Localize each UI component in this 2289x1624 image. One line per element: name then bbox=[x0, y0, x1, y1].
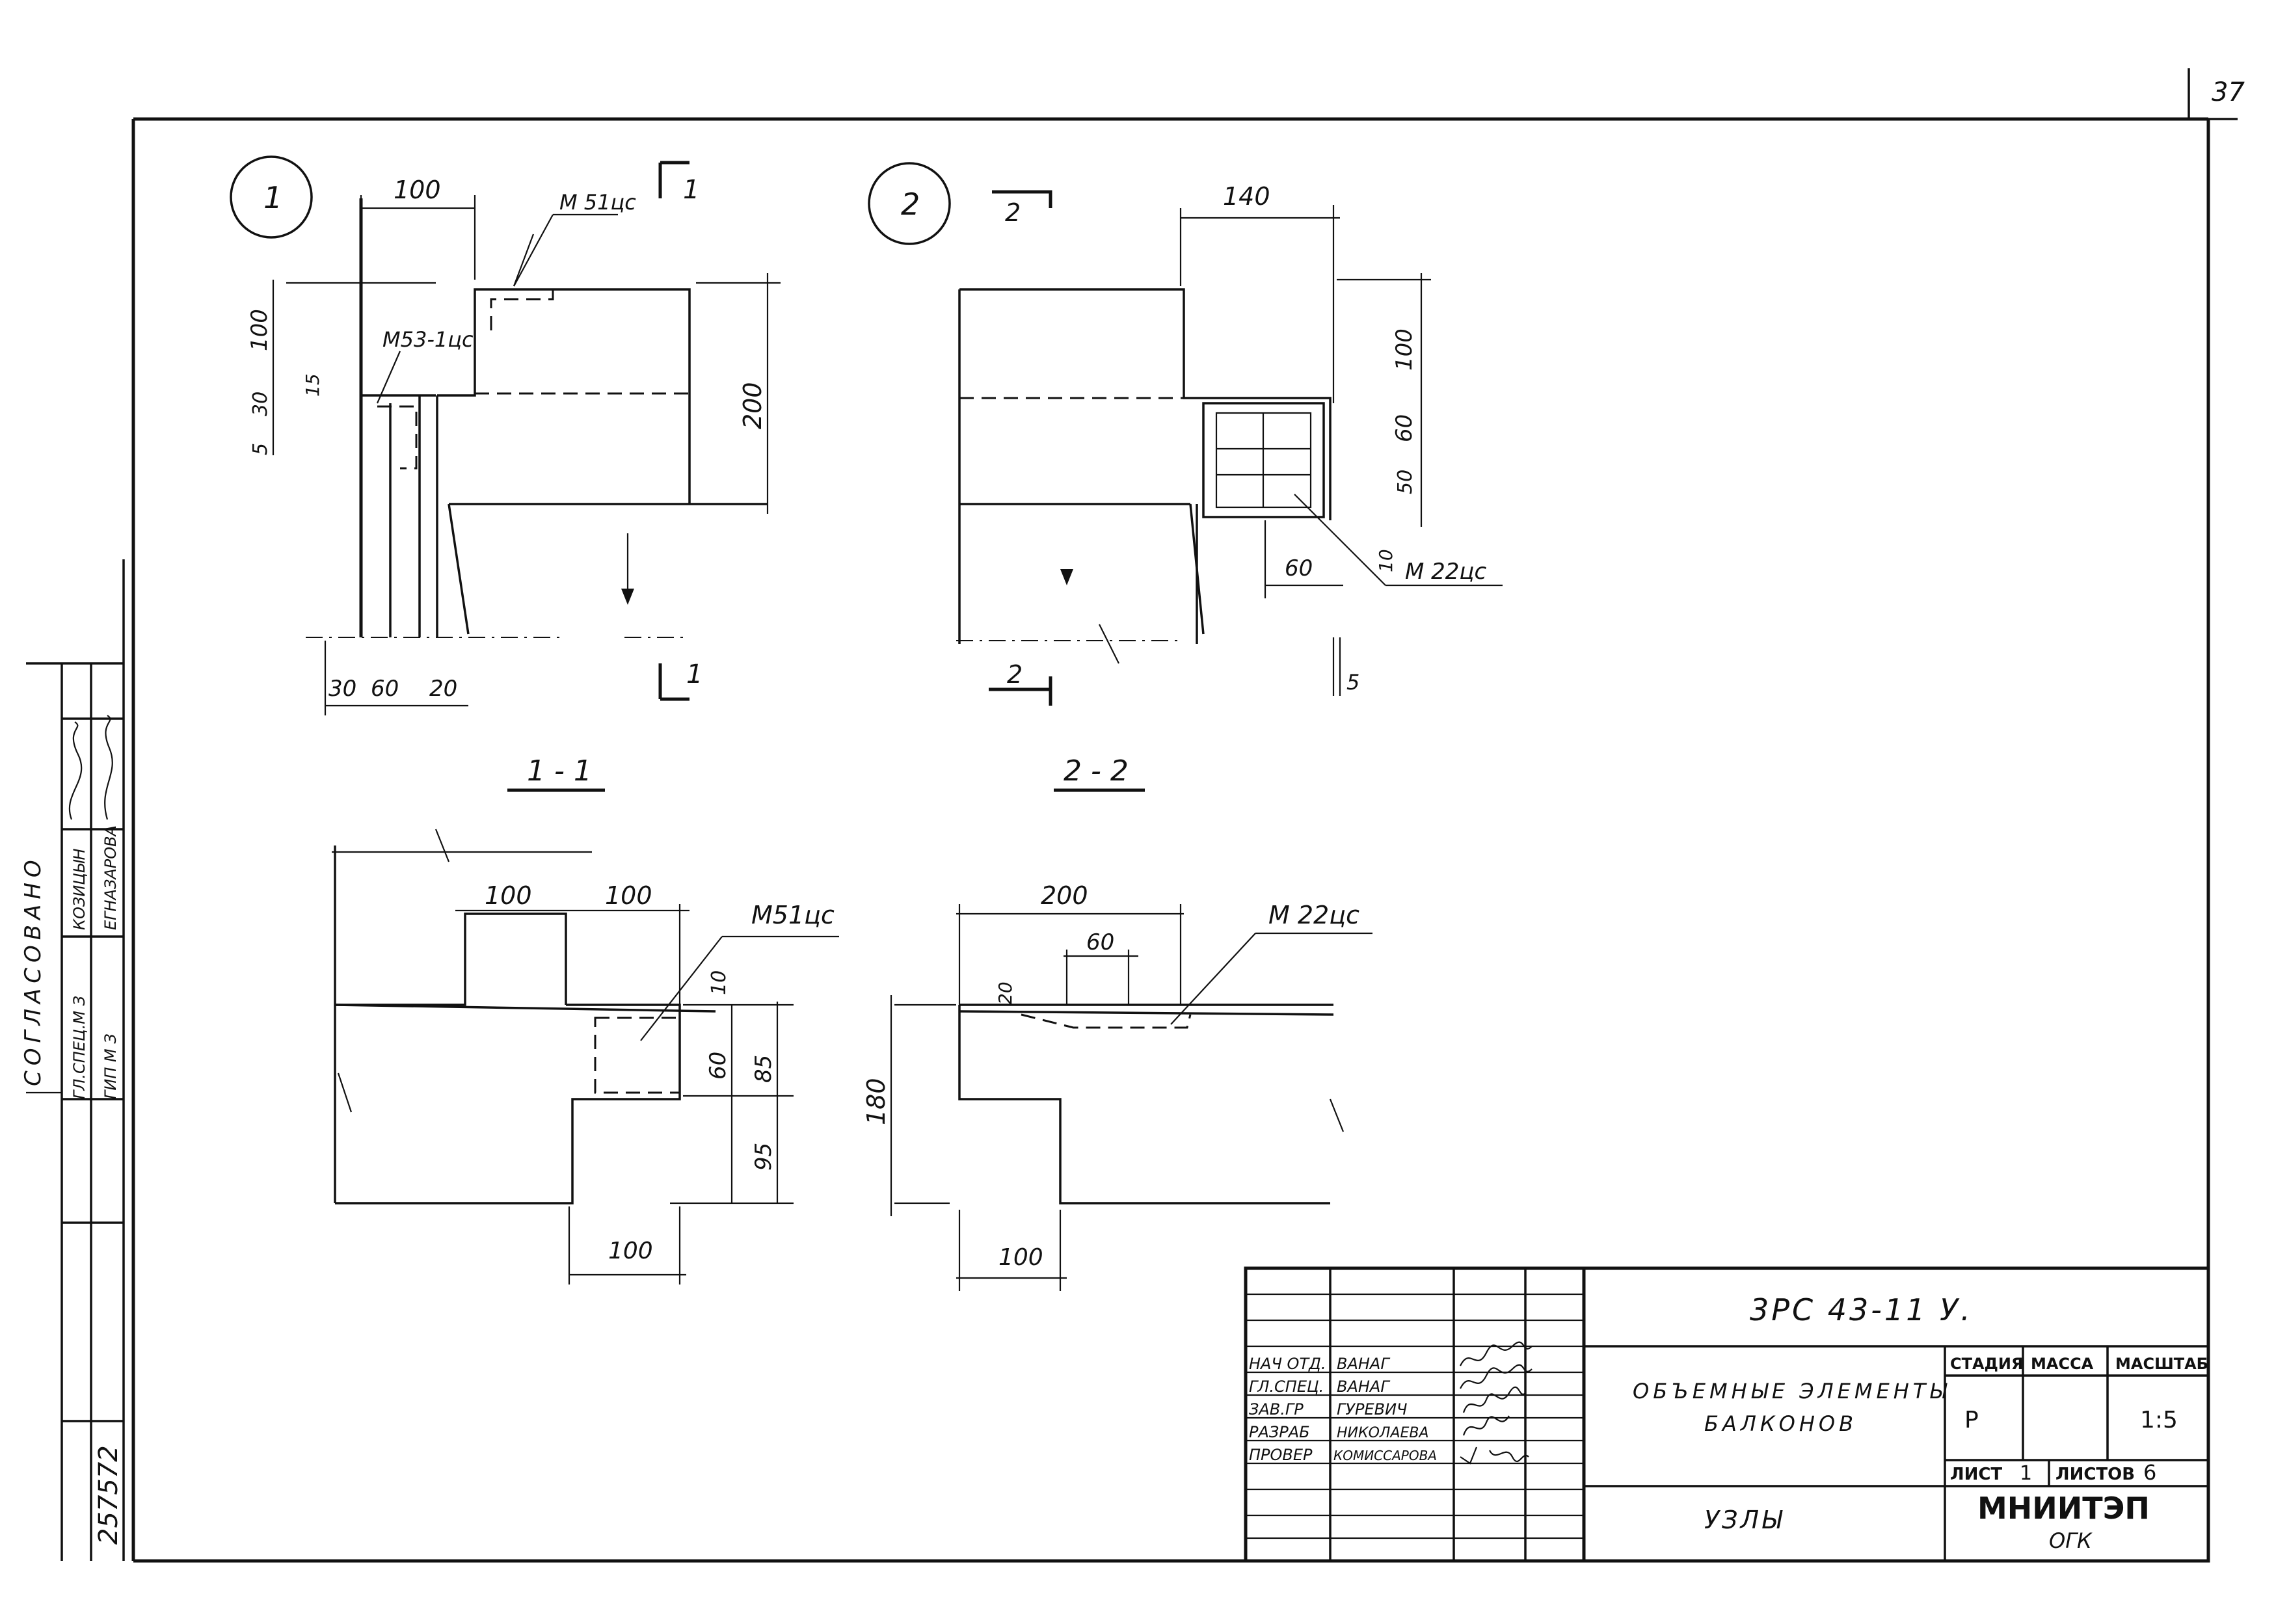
node-2-dim-100: 100 bbox=[1391, 328, 1417, 371]
section-2-dim-180: 180 bbox=[862, 1078, 890, 1125]
approval-role-2: ГИП М З bbox=[101, 1033, 120, 1099]
section-2-dim-b100: 100 bbox=[998, 1244, 1043, 1271]
section-1-dim-b100: 100 bbox=[608, 1238, 653, 1264]
node-2-cut-top: 2 bbox=[1005, 198, 1021, 227]
node-2-dim-10: 10 bbox=[1375, 549, 1397, 572]
page-number: 37 bbox=[2212, 77, 2245, 107]
header-stage: СТАДИЯ bbox=[1950, 1355, 2024, 1373]
approval-strip bbox=[26, 559, 125, 1561]
title-block-signatures bbox=[1460, 1341, 1533, 1465]
node-2-dim-60-bottom: 60 bbox=[1285, 555, 1313, 581]
person-name-2: ВАНАГ bbox=[1337, 1378, 1390, 1396]
sheets-total: 6 bbox=[2143, 1460, 2156, 1485]
doc-code: 3РС 43-11 У. bbox=[1750, 1292, 1973, 1327]
node-1-dim-left-100: 100 bbox=[247, 309, 273, 351]
section-1-title: 1 - 1 bbox=[527, 754, 592, 788]
node-1-dim-5: 5 bbox=[249, 443, 272, 455]
node-2-number: 2 bbox=[901, 187, 920, 222]
approval-role-1: ГЛ.СПЕЦ.М З bbox=[70, 996, 88, 1099]
sheet-label: ЛИСТ bbox=[1950, 1465, 2002, 1484]
node-2-marker bbox=[868, 162, 951, 245]
node-2-dim-50: 50 bbox=[1394, 470, 1417, 494]
section-1-dim-85: 85 bbox=[751, 1055, 777, 1083]
inventory-number: 257572 bbox=[94, 1445, 124, 1545]
section-1-dim-95: 95 bbox=[751, 1143, 777, 1171]
scale-value: 1:5 bbox=[2140, 1407, 2178, 1433]
section-1-dim-100a: 100 bbox=[485, 881, 532, 910]
title-line-2: БАЛКОНОВ bbox=[1704, 1411, 1857, 1436]
approval-name-2: ЕГНАЗАРОВА bbox=[101, 825, 120, 930]
person-role-1: НАЧ ОТД. bbox=[1249, 1355, 1326, 1373]
section-2-label-m22: М 22цс bbox=[1268, 901, 1359, 929]
node-1-dim-b30: 30 bbox=[328, 676, 356, 702]
section-2-dim-20: 20 bbox=[995, 981, 1016, 1005]
section-2-dim-60: 60 bbox=[1086, 929, 1114, 955]
sheet-number: 1 bbox=[2020, 1462, 2032, 1485]
person-name-4: НИКОЛАЕВА bbox=[1337, 1425, 1429, 1441]
signature-2 bbox=[104, 715, 113, 820]
sheets-label: ЛИСТОВ bbox=[2055, 1465, 2135, 1484]
approval-name-1: КОЗИЦЫН bbox=[70, 848, 88, 930]
approval-heading: СОГЛАСОВАНО bbox=[20, 855, 46, 1086]
node-2-dim-top: 140 bbox=[1223, 182, 1270, 211]
org-name: МНИИТЭП bbox=[1977, 1491, 2150, 1526]
title-line-1: ОБЪЕМНЫЕ ЭЛЕМЕНТЫ bbox=[1633, 1379, 1951, 1404]
node-1-dim-30: 30 bbox=[249, 392, 272, 416]
node-1-cut-bottom: 1 bbox=[686, 659, 703, 689]
node-1-drawing bbox=[230, 155, 781, 792]
section-1-label-m51: М51цс bbox=[751, 901, 835, 929]
title-subtitle: УЗЛЫ bbox=[1704, 1506, 1784, 1534]
node-1-cut-top: 1 bbox=[683, 175, 699, 205]
section-2-dim-200: 200 bbox=[1041, 881, 1088, 910]
org-dept: ОГК bbox=[2049, 1528, 2093, 1553]
person-name-3: ГУРЕВИЧ bbox=[1337, 1400, 1408, 1418]
node-1-dim-15: 15 bbox=[302, 373, 323, 397]
person-role-5: ПРОВЕР bbox=[1249, 1446, 1313, 1464]
person-role-4: РАЗРАБ bbox=[1249, 1423, 1310, 1441]
person-role-2: ГЛ.СПЕЦ. bbox=[1249, 1378, 1324, 1396]
node-1-dim-200: 200 bbox=[738, 382, 767, 429]
node-1-dim-b60: 60 bbox=[371, 676, 399, 702]
section-2-drawing bbox=[890, 904, 1372, 1291]
node-1-dim-b20: 20 bbox=[429, 676, 457, 702]
node-1-arrow bbox=[621, 589, 634, 605]
header-mass: МАССА bbox=[2031, 1355, 2094, 1373]
header-scale: МАСШТАБ bbox=[2115, 1355, 2208, 1373]
sheet-frame bbox=[131, 68, 2238, 1563]
section-1-dim-10: 10 bbox=[708, 970, 730, 995]
section-2-title: 2 - 2 bbox=[1064, 754, 1129, 788]
node-1-marker bbox=[230, 155, 313, 239]
node-2-label-m22: М 22цс bbox=[1405, 559, 1487, 585]
node-2-arrow bbox=[1060, 569, 1073, 585]
section-1-drawing bbox=[332, 829, 839, 1285]
title-block-grid bbox=[1244, 1266, 2210, 1563]
node-2-dim-60: 60 bbox=[1391, 414, 1417, 442]
section-1-dim-60: 60 bbox=[705, 1052, 731, 1080]
node-1-number: 1 bbox=[263, 180, 282, 215]
node-2-drawing bbox=[868, 162, 1503, 792]
person-name-5: КОМИССАРОВА bbox=[1333, 1448, 1437, 1463]
person-role-3: ЗАВ.ГР bbox=[1249, 1400, 1304, 1418]
signature-1 bbox=[68, 721, 83, 820]
node-2-dim-5: 5 bbox=[1346, 670, 1359, 695]
node-1-dim-top: 100 bbox=[394, 176, 441, 204]
node-1-label-m53: М53-1цс bbox=[382, 327, 474, 352]
person-name-1: ВАНАГ bbox=[1337, 1355, 1390, 1373]
section-1-dim-100b: 100 bbox=[605, 881, 652, 910]
node-2-cut-bottom: 2 bbox=[1007, 660, 1023, 689]
node-1-label-m51: М 51цс bbox=[559, 190, 636, 215]
stage-value: Р bbox=[1964, 1407, 1979, 1433]
